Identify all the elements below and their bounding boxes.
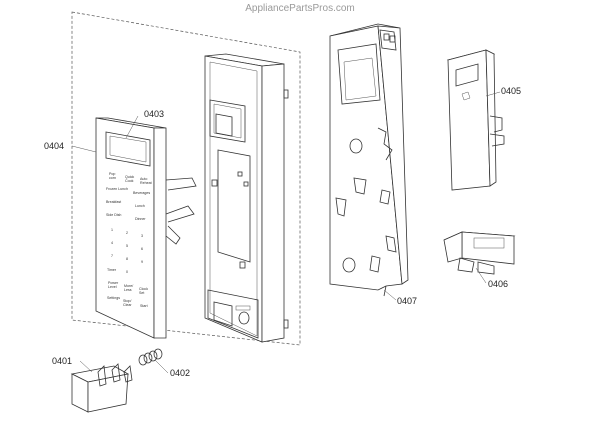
key-2: 2 bbox=[126, 231, 128, 235]
part-0406-latch-switch[interactable] bbox=[443, 231, 516, 275]
key-8: 8 bbox=[126, 257, 128, 261]
key-timer: Timer bbox=[107, 268, 117, 272]
key-beverages: Beverages bbox=[133, 191, 150, 195]
control-panel-frame bbox=[204, 53, 289, 343]
callout-0404: 0404 bbox=[44, 141, 65, 151]
key-lunch: Lunch bbox=[135, 204, 145, 208]
callout-0406: 0406 bbox=[488, 279, 509, 289]
key-6: 6 bbox=[141, 247, 143, 251]
key-auto-reheat: Auto bbox=[140, 177, 147, 181]
callout-0402: 0402 bbox=[170, 368, 191, 378]
part-0403-display-window[interactable] bbox=[105, 131, 151, 167]
svg-text:corn: corn bbox=[109, 176, 116, 180]
key-1: 1 bbox=[111, 228, 113, 232]
key-settings: Settings bbox=[107, 296, 120, 300]
keypad-keys: Pop corn Quick Cook Auto Reheat Frozen L… bbox=[106, 172, 152, 308]
svg-text:Less: Less bbox=[124, 288, 132, 292]
key-power-level: Power bbox=[108, 281, 119, 285]
key-7: 7 bbox=[111, 254, 113, 258]
key-breakfast: Breakfast bbox=[106, 200, 121, 204]
key-popcorn: Pop bbox=[109, 172, 115, 176]
key-3: 3 bbox=[141, 234, 143, 238]
key-0: 0 bbox=[126, 270, 128, 274]
callout-0401: 0401 bbox=[52, 356, 73, 366]
callout-0405: 0405 bbox=[501, 86, 522, 96]
part-0401-door-button[interactable] bbox=[70, 363, 133, 413]
svg-text:Cook: Cook bbox=[125, 179, 134, 183]
key-5: 5 bbox=[126, 244, 128, 248]
part-0407-control-bracket[interactable] bbox=[329, 23, 409, 297]
part-0402-spring[interactable] bbox=[138, 348, 163, 366]
assembly-dashed-boundary bbox=[71, 11, 301, 346]
svg-text:Reheat: Reheat bbox=[140, 181, 152, 185]
key-dinner: Dinner bbox=[135, 217, 146, 221]
svg-text:Clear: Clear bbox=[123, 303, 132, 307]
key-more-less: More/ bbox=[124, 284, 133, 288]
callout-0403: 0403 bbox=[144, 109, 165, 119]
key-4: 4 bbox=[111, 241, 113, 245]
svg-text:Level: Level bbox=[108, 285, 117, 289]
key-frozen-lunch: Frozen Lunch bbox=[106, 187, 128, 191]
key-9: 9 bbox=[141, 260, 143, 264]
watermark: AppliancePartsPros.com bbox=[245, 3, 355, 14]
part-0404-keypad-membrane[interactable]: Pop corn Quick Cook Auto Reheat Frozen L… bbox=[95, 117, 197, 339]
callout-0407: 0407 bbox=[397, 296, 418, 306]
svg-text:Set: Set bbox=[139, 291, 144, 295]
key-stop-clear: Stop/ bbox=[123, 299, 131, 303]
key-side-dish: Side Dish bbox=[106, 213, 121, 217]
callout-leader-lines bbox=[71, 91, 501, 374]
key-clock-set: Clock bbox=[139, 287, 148, 291]
key-quick-cook: Quick bbox=[125, 175, 134, 179]
key-start: Start bbox=[140, 304, 148, 308]
part-0405-door-cover[interactable] bbox=[446, 49, 505, 191]
